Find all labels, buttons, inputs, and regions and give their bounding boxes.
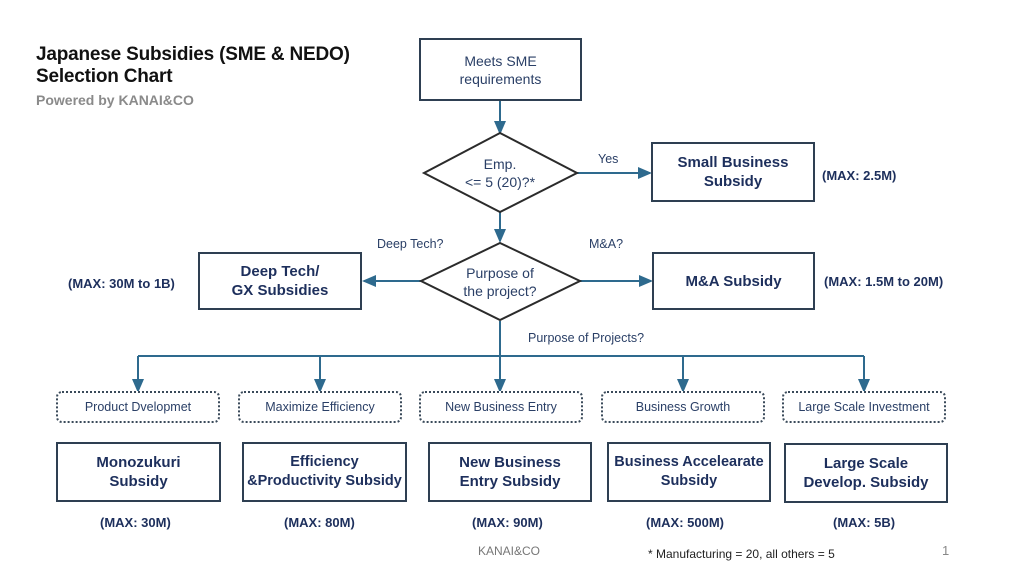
purpose-large-scale-investment: Large Scale Investment (782, 391, 946, 423)
mna-subsidy-name: M&A Subsidy (685, 272, 782, 290)
decision1-text: Emp. <= 5 (20)?* (464, 156, 536, 190)
business-accelerate-subsidy-name: Business Accelearate Subsidy (614, 454, 764, 489)
monozukuri-max: (MAX: 30M) (100, 515, 171, 530)
start-box: Meets SME requirements (419, 38, 582, 101)
start-text: Meets SME requirements (459, 52, 542, 87)
deep-tech-label: Deep Tech? (377, 237, 444, 251)
deep-tech-subsidy-name: Deep Tech/ GX Subsidies (231, 263, 329, 299)
small-business-subsidy-name: Small Business Subsidy (677, 154, 789, 190)
subtitle: Powered by KANAI&CO (36, 92, 194, 108)
small-business-subsidy-box: Small Business Subsidy (651, 142, 815, 202)
deep-tech-max: (MAX: 30M to 1B) (68, 276, 175, 291)
mna-subsidy-box: M&A Subsidy (652, 252, 815, 310)
purpose-of-projects-label: Purpose of Projects? (528, 331, 645, 345)
business-accelerate-max: (MAX: 500M) (646, 515, 725, 530)
footer-brand: KANAI&CO (478, 544, 541, 558)
page-number: 1 (942, 543, 950, 558)
efficiency-max: (MAX: 80M) (284, 515, 355, 530)
decision2-text: Purpose of the project? (463, 265, 537, 299)
footnote: * Manufacturing = 20, all others = 5 (648, 547, 835, 561)
small-business-max: (MAX: 2.5M) (822, 168, 897, 183)
large-scale-subsidy-name: Large Scale Develop. Subsidy (803, 455, 929, 491)
large-scale-max: (MAX: 5B) (833, 515, 896, 530)
purpose-maximize-efficiency: Maximize Efficiency (238, 391, 402, 423)
new-business-entry-max: (MAX: 90M) (472, 515, 543, 530)
large-scale-subsidy-box: Large Scale Develop. Subsidy (784, 443, 948, 503)
new-business-entry-subsidy-name: New Business Entry Subsidy (459, 454, 561, 490)
purpose-product-development: Product Dvelopmet (56, 391, 220, 423)
monozukuri-subsidy-box: Monozukuri Subsidy (56, 442, 221, 502)
title-line-2: Selection Chart (36, 66, 173, 87)
new-business-entry-subsidy-box: New Business Entry Subsidy (428, 442, 592, 502)
monozukuri-subsidy-name: Monozukuri Subsidy (96, 454, 181, 490)
purpose-new-business-entry: New Business Entry (419, 391, 583, 423)
efficiency-subsidy-box: Efficiency &Productivity Subsidy (242, 442, 407, 502)
mna-label: M&A? (589, 237, 624, 251)
page-title: Japanese Subsidies (SME & NEDO) Selectio… (36, 44, 350, 88)
business-accelerate-subsidy-box: Business Accelearate Subsidy (607, 442, 771, 502)
title-line-1: Japanese Subsidies (SME & NEDO) (36, 44, 350, 65)
purpose-business-growth: Business Growth (601, 391, 765, 423)
decision2-diamond (418, 241, 583, 322)
efficiency-subsidy-name: Efficiency &Productivity Subsidy (247, 454, 402, 489)
decision1-diamond (421, 131, 580, 214)
deep-tech-subsidy-box: Deep Tech/ GX Subsidies (198, 252, 362, 310)
mna-max: (MAX: 1.5M to 20M) (824, 274, 944, 289)
yes-label: Yes (598, 152, 619, 166)
